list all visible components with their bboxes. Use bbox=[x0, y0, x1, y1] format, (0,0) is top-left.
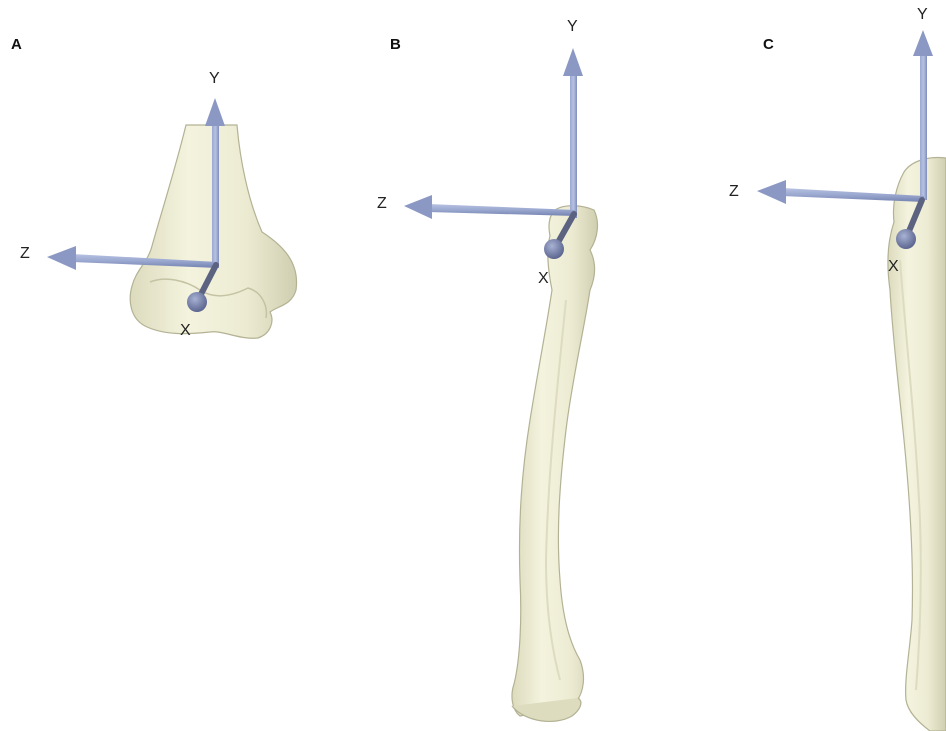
y-axis-shaft-a bbox=[212, 120, 219, 268]
z-axis-shaft-b bbox=[428, 204, 576, 216]
axis-label-z-c: Z bbox=[729, 183, 739, 201]
axis-label-z-a: Z bbox=[20, 245, 30, 263]
y-axis-arrowhead-c bbox=[913, 30, 933, 56]
z-axis-arrowhead-a bbox=[47, 246, 76, 270]
axis-label-x-c: X bbox=[888, 258, 899, 276]
x-axis-knob-a bbox=[187, 292, 207, 312]
axis-label-y-b: Y bbox=[567, 18, 578, 36]
axis-label-x-b: X bbox=[538, 270, 549, 288]
bone-c bbox=[888, 158, 946, 731]
panel-b bbox=[404, 48, 597, 721]
z-axis-arrowhead-b bbox=[404, 195, 432, 219]
axis-label-y-a: Y bbox=[209, 70, 220, 88]
panel-label-b: B bbox=[390, 36, 401, 53]
panel-label-c: C bbox=[763, 36, 774, 53]
panel-c bbox=[757, 30, 946, 731]
y-axis-arrowhead-b bbox=[563, 48, 583, 76]
axis-label-y-c: Y bbox=[917, 6, 928, 24]
bone-b bbox=[512, 206, 597, 716]
z-axis-arrowhead-c bbox=[757, 180, 786, 204]
y-axis-arrowhead-a bbox=[205, 98, 225, 126]
x-axis-knob-b bbox=[544, 239, 564, 259]
axis-label-x-a: X bbox=[180, 322, 191, 340]
axis-label-z-b: Z bbox=[377, 195, 387, 213]
x-axis-knob-c bbox=[896, 229, 916, 249]
y-axis-shaft-b bbox=[570, 70, 577, 218]
panel-a bbox=[47, 98, 297, 338]
y-axis-shaft-c bbox=[920, 50, 927, 200]
panel-label-a: A bbox=[11, 36, 22, 53]
